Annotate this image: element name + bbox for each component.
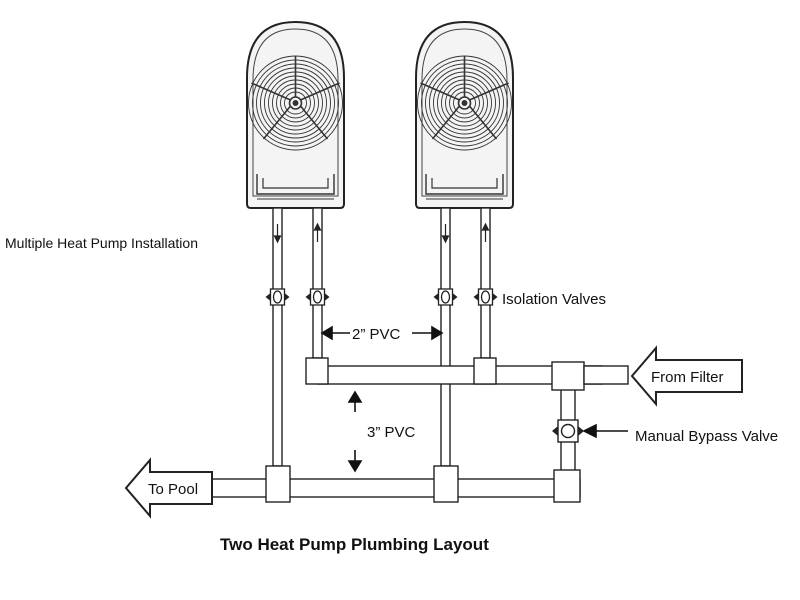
- pvc-2in-label: 2” PVC: [352, 326, 401, 343]
- pvc-3in-dimension: [347, 390, 363, 473]
- bypass-pointer: [582, 423, 628, 439]
- isolation-valves-label: Isolation Valves: [502, 291, 606, 308]
- from-filter-arrow: [630, 345, 743, 407]
- from-filter-label: From Filter: [651, 369, 724, 386]
- bypass-valve: [552, 419, 584, 443]
- isolation-valve-2: [304, 288, 331, 306]
- to-pool-label: To Pool: [148, 481, 198, 498]
- to-pool-arrow: [124, 457, 213, 519]
- isolation-valve-4: [472, 288, 499, 306]
- pipes: [209, 207, 629, 503]
- installation-label: Multiple Heat Pump Installation: [5, 235, 198, 251]
- isolation-valve-1: [264, 288, 291, 306]
- heat-pump-2: [415, 21, 514, 209]
- isolation-valve-3: [432, 288, 459, 306]
- heat-pump-1: [246, 21, 345, 209]
- manual-bypass-valve-label: Manual Bypass Valve: [635, 428, 778, 445]
- pvc-3in-label: 3” PVC: [367, 424, 416, 441]
- diagram-caption: Two Heat Pump Plumbing Layout: [220, 535, 489, 554]
- flow-arrows: [273, 222, 490, 244]
- pvc-2in-dimension: [320, 325, 444, 341]
